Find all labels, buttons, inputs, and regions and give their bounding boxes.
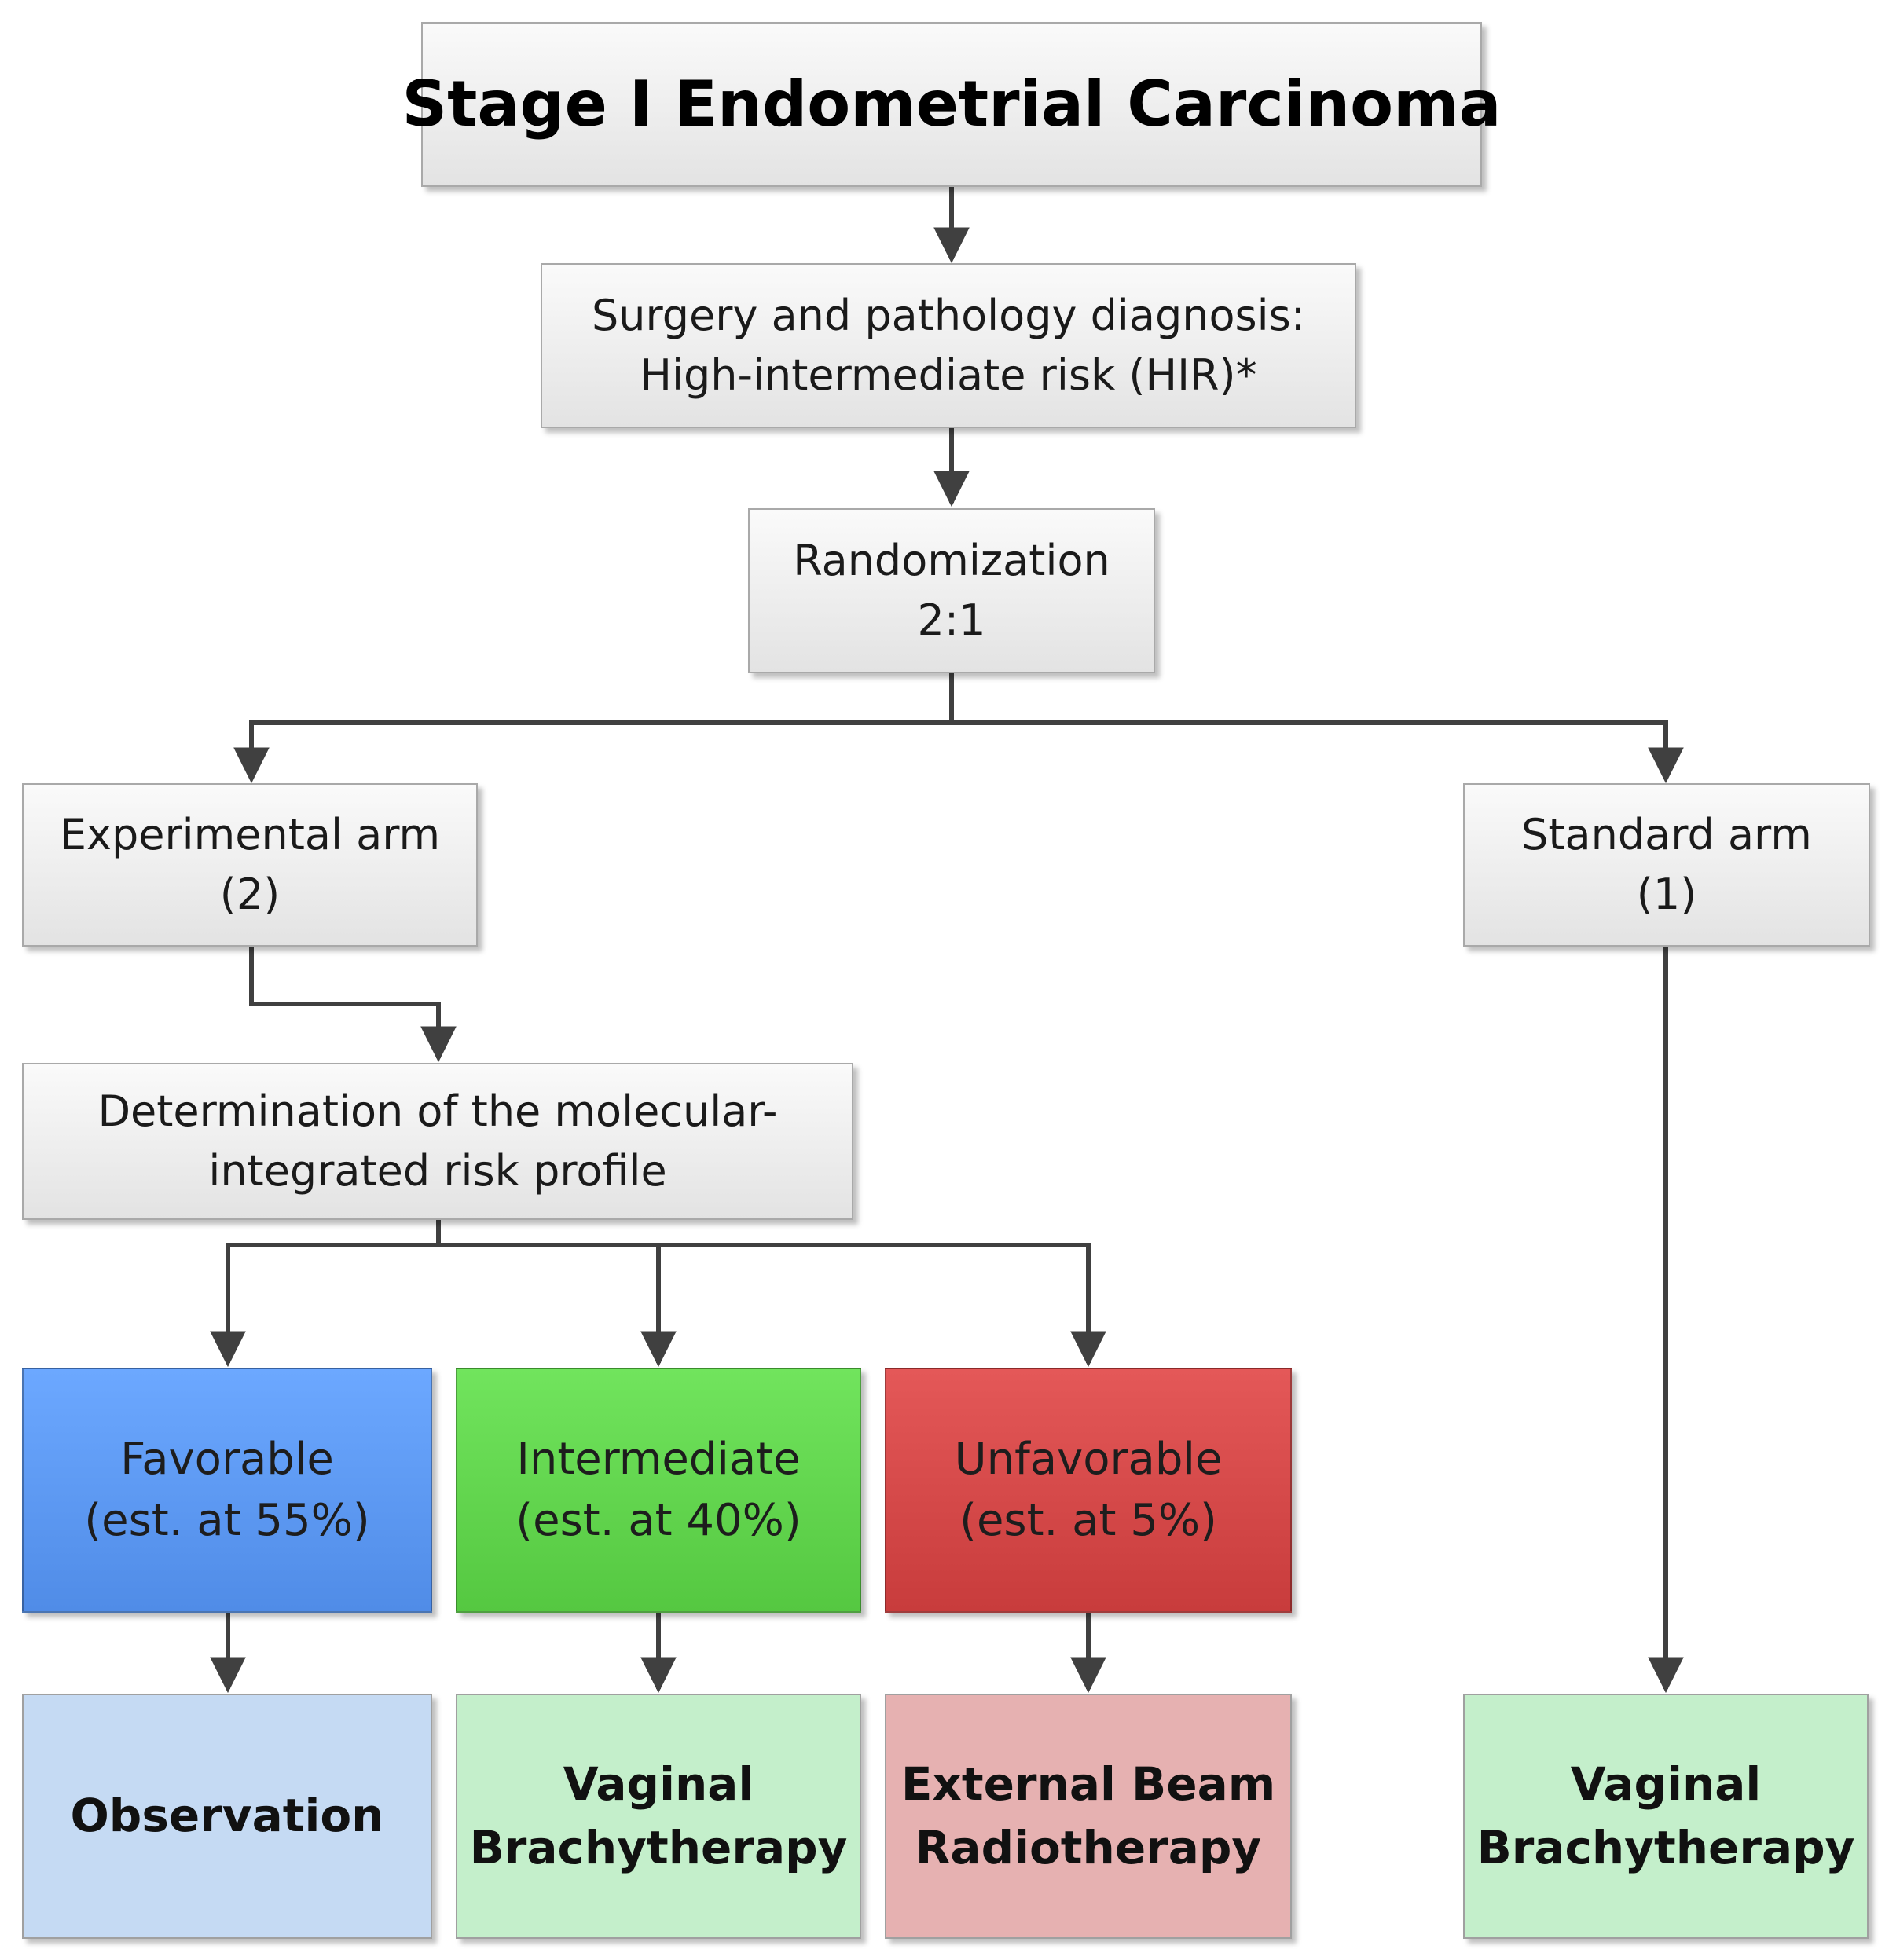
arrowhead-molecular [420,1026,457,1063]
connector-randomization-standard [952,720,1668,779]
molecular-profile-box: Determination of the molecular- integrat… [22,1063,853,1220]
surgery-line1: Surgery and pathology diagnosis: [592,291,1305,341]
intermediate-box: Intermediate (est. at 40%) [456,1368,861,1613]
connector-molecular-split [226,1220,441,1363]
observation-label: Observation [70,1789,384,1843]
standard-arm-box: Standard arm (1) [1463,783,1870,947]
molecular-profile-line1: Determination of the molecular- [97,1086,778,1137]
external-beam-line2: Radiotherapy [915,1821,1262,1874]
experimental-arm-ratio: (2) [219,870,281,919]
stage-title-box: Stage I Endometrial Carcinoma [402,22,1501,187]
arrowhead-unfavorable [1070,1331,1106,1368]
standard-arm-ratio: (1) [1636,870,1697,919]
arrow-experimental-to-molecular [249,947,441,1058]
randomization-box: Randomization 2:1 [748,508,1155,673]
arrowhead-brachy-std [1648,1657,1684,1694]
standard-arm-label: Standard arm [1521,810,1812,860]
arrowhead-brachy-exp [640,1657,677,1694]
vaginal-brachytherapy-std-line1: Vaginal [1570,1757,1762,1811]
experimental-arm-box: Experimental arm (2) [22,783,478,947]
connector-randomization-split [249,673,954,779]
vaginal-brachytherapy-exp-line2: Brachytherapy [469,1821,848,1874]
surgery-box: Surgery and pathology diagnosis: High-in… [541,263,1356,428]
intermediate-estimate: (est. at 40%) [515,1495,801,1546]
intermediate-label: Intermediate [516,1433,801,1485]
favorable-label: Favorable [120,1433,334,1485]
randomization-line1: Randomization [793,536,1110,586]
molecular-profile-line2: integrated risk profile [208,1146,667,1196]
unfavorable-box: Unfavorable (est. at 5%) [885,1368,1292,1613]
stage-title: Stage I Endometrial Carcinoma [402,68,1502,141]
unfavorable-estimate: (est. at 5%) [959,1495,1217,1546]
vaginal-brachytherapy-exp-box: Vaginal Brachytherapy [456,1694,861,1939]
favorable-box: Favorable (est. at 55%) [22,1368,432,1613]
arrowhead-standard [1648,747,1684,784]
external-beam-line1: External Beam [900,1757,1276,1811]
external-beam-box: External Beam Radiotherapy [885,1694,1292,1939]
randomization-ratio: 2:1 [917,595,986,645]
vaginal-brachytherapy-std-line2: Brachytherapy [1476,1821,1855,1874]
arrow-to-intermediate [228,1243,1091,1363]
observation-box: Observation [22,1694,432,1939]
arrowhead-favorable [210,1331,246,1368]
arrowhead-surgery [933,227,970,264]
unfavorable-label: Unfavorable [954,1433,1223,1485]
surgery-line2: High-intermediate risk (HIR)* [640,350,1257,400]
experimental-arm-label: Experimental arm [59,810,441,860]
arrowhead-experimental [233,747,270,784]
arrowhead-ebrt [1070,1657,1106,1694]
favorable-estimate: (est. at 55%) [84,1495,370,1546]
arrowhead-intermediate [640,1331,677,1368]
arrowhead-observation [210,1657,246,1694]
vaginal-brachytherapy-std-box: Vaginal Brachytherapy [1463,1694,1869,1939]
vaginal-brachytherapy-exp-line1: Vaginal [563,1757,754,1811]
arrowhead-randomization [933,471,970,507]
